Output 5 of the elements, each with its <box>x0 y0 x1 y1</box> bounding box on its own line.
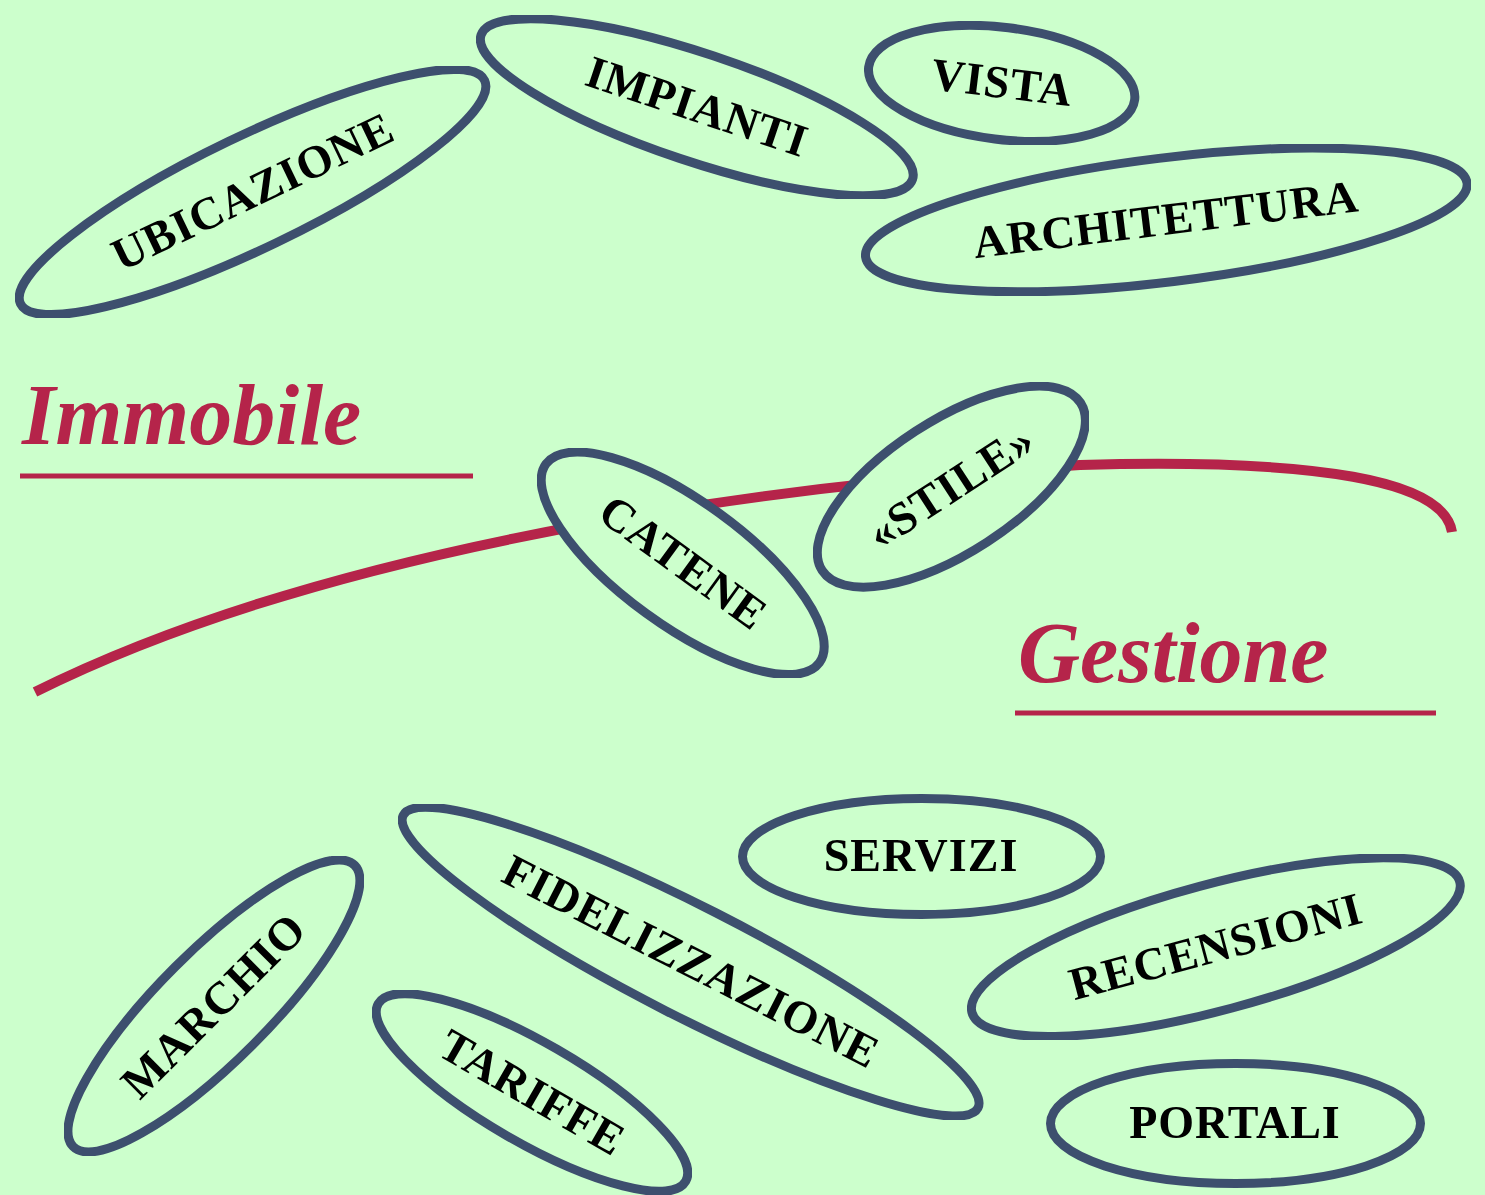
node-label: PORTALI <box>1129 1097 1341 1149</box>
node-label: ARCHITETTURA <box>970 171 1362 269</box>
section-heading: Gestione <box>1018 610 1329 696</box>
node-label: VISTA <box>928 49 1076 117</box>
section-heading: Immobile <box>22 372 362 458</box>
